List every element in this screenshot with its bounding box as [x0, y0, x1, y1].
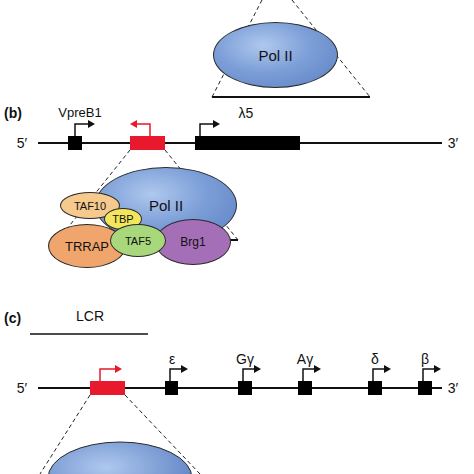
dna-line	[212, 96, 370, 98]
arrow-head	[115, 365, 122, 373]
gene-label: β	[421, 352, 429, 366]
gene-label: 3′	[448, 136, 458, 150]
gene-label: VpreB1	[58, 106, 101, 119]
gene-box	[418, 381, 432, 395]
panel-a-art	[212, 0, 370, 97]
gene-label: 3′	[448, 381, 458, 395]
gene-box	[368, 381, 382, 395]
panel-c-art	[30, 334, 442, 474]
gene-label: LCR	[76, 309, 104, 323]
tss-arrow	[135, 124, 150, 136]
lcr-bracket	[30, 333, 148, 335]
gene-box	[195, 136, 300, 150]
arrow-head	[213, 120, 220, 128]
gene-label: λ5	[239, 106, 254, 120]
gene-box	[68, 136, 82, 150]
arrow-head	[434, 365, 441, 373]
factor-ellipse: Brg1	[155, 219, 231, 265]
gene-box	[238, 381, 252, 395]
gene-label: 5′	[17, 381, 27, 395]
gene-label: δ	[371, 352, 379, 366]
node-label: Pol II	[149, 197, 183, 214]
polymerase-ellipse: Pol II	[213, 22, 338, 88]
gene-box	[165, 381, 178, 395]
arrow-head	[88, 120, 95, 128]
tss-arrow	[75, 124, 90, 136]
gene-label: ε	[169, 352, 175, 366]
factor-ellipse: TAF5	[110, 224, 166, 257]
node-label: Brg1	[180, 235, 205, 249]
enhancer-box	[130, 136, 165, 150]
node-label: TRRAP	[65, 239, 109, 254]
node-label: TAF10	[74, 200, 106, 212]
node-label: Pol II	[258, 47, 292, 64]
gene-label: Aγ	[297, 352, 313, 366]
panel-letter: (c)	[4, 311, 21, 325]
arrow-head	[254, 365, 261, 373]
gene-label: Gγ	[236, 352, 254, 366]
arrow-head	[181, 365, 188, 373]
enhancer-box	[90, 381, 125, 395]
polymerase-shape	[48, 442, 192, 474]
tss-arrow	[100, 369, 117, 381]
node-label: TAF5	[125, 235, 151, 247]
gene-box	[298, 381, 312, 395]
panel-letter: (b)	[4, 106, 22, 120]
panel-b-art	[38, 120, 442, 240]
gene-label: 5′	[17, 136, 27, 150]
arrow-head	[384, 365, 391, 373]
arrow-head	[130, 120, 137, 128]
tss-arrow	[200, 124, 215, 136]
node-label: TBP	[112, 213, 133, 225]
arrow-head	[314, 365, 321, 373]
